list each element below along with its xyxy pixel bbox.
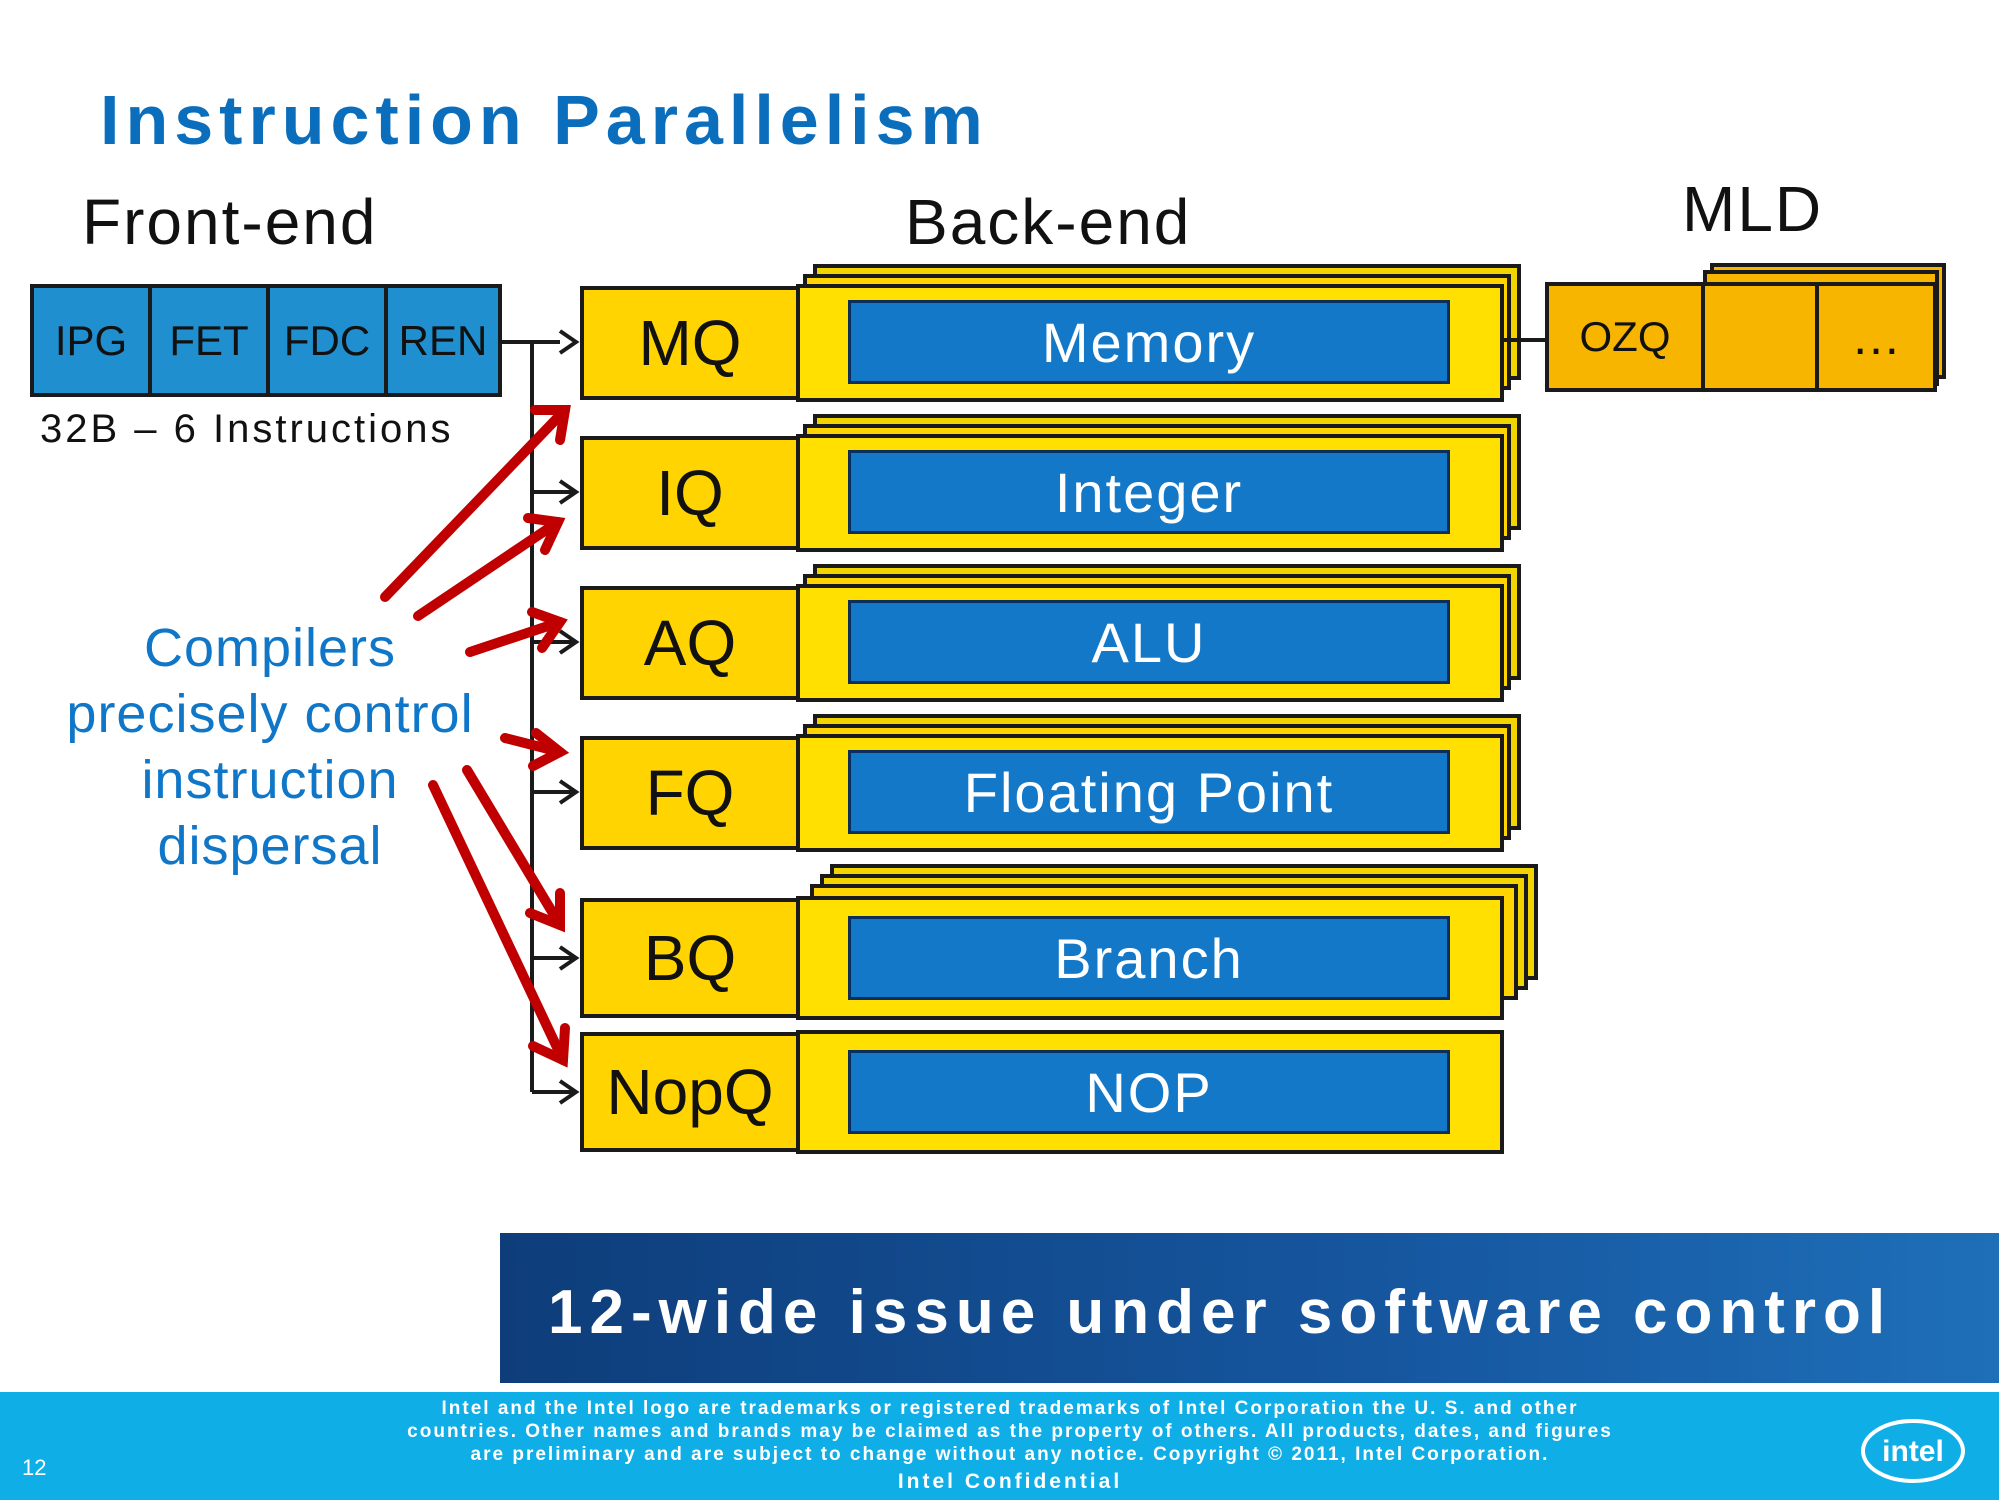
footer-bar (0, 1392, 1999, 1500)
mld-slot (1701, 282, 1819, 392)
front-end-caption: 32B – 6 Instructions (40, 407, 454, 451)
intel-logo-text: intel (1882, 1435, 1944, 1468)
queue-aq: AQ (580, 586, 800, 700)
compilers-line-1: Compilers (143, 618, 397, 678)
summary-banner (500, 1233, 1999, 1383)
unit-nop: NOP (848, 1050, 1450, 1134)
compiler-arrows (380, 405, 571, 1068)
legal-line-3: are preliminary and are subject to chang… (470, 1444, 1550, 1465)
back-end-heading: Back-end (905, 186, 1192, 258)
compilers-note: Compilers precisely control instruction … (20, 615, 520, 879)
queue-iq: IQ (580, 436, 800, 550)
legal-notice: Intel and the Intel logo are trademarks … (380, 1397, 1640, 1466)
queue-nopq: NopQ (580, 1032, 800, 1152)
stage-fet: FET (148, 284, 270, 397)
mld-heading: MLD (1682, 173, 1824, 245)
stage-ipg: IPG (30, 284, 152, 397)
confidential-label: Intel Confidential (897, 1470, 1123, 1493)
compilers-line-2: precisely control (66, 684, 474, 744)
queue-fq: FQ (580, 736, 800, 850)
unit-floating-point: Floating Point (848, 750, 1450, 834)
stage-ren: REN (384, 284, 502, 397)
unit-memory: Memory (848, 300, 1450, 384)
stage-fdc: FDC (266, 284, 388, 397)
back-end-bands (796, 264, 1538, 1154)
queue-bq: BQ (580, 898, 800, 1018)
summary-banner-text: 12-wide issue under software control (548, 1278, 1893, 1347)
dispersal-connectors (500, 338, 1545, 1094)
compilers-line-3: instruction (141, 750, 399, 810)
front-end-heading: Front-end (82, 186, 378, 258)
unit-integer: Integer (848, 450, 1450, 534)
unit-branch: Branch (848, 916, 1450, 1000)
mld-ozq: OZQ (1545, 282, 1705, 392)
compilers-line-4: dispersal (157, 816, 383, 876)
legal-line-2: countries. Other names and brands may be… (407, 1421, 1613, 1442)
page-number: 12 (22, 1455, 47, 1480)
page-title: Instruction Parallelism (100, 81, 989, 159)
unit-alu: ALU (848, 600, 1450, 684)
mld-ellipsis: … (1815, 282, 1937, 392)
intel-logo: intel (1861, 1419, 1965, 1483)
dispersal-arrowheads (558, 329, 580, 1105)
legal-line-1: Intel and the Intel logo are trademarks … (441, 1398, 1579, 1419)
queue-mq: MQ (580, 286, 800, 400)
